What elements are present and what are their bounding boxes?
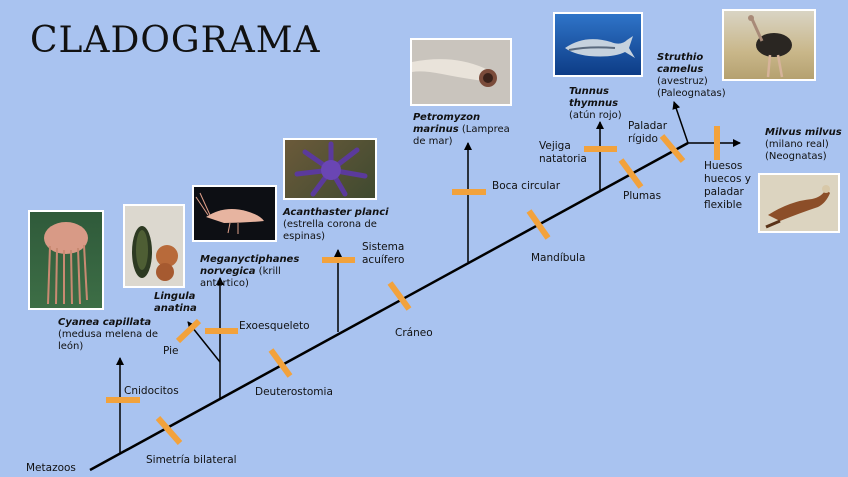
taxon-struthio-common-1: (avestruz) bbox=[657, 76, 708, 87]
photo-struthio bbox=[722, 9, 816, 81]
trait-plumas: Plumas bbox=[623, 190, 662, 202]
taxon-cyanea-common-1: (medusa melena de bbox=[58, 329, 158, 340]
taxon-cyanea: Cyanea capillata (medusa melena de león) bbox=[58, 317, 158, 353]
marker-mandibula bbox=[526, 209, 551, 240]
trait-sistema-acuifero: Sistema acuífero bbox=[362, 241, 404, 267]
trait-huesos-3: paladar bbox=[704, 186, 744, 198]
trait-paladar-rigido: Paladar rígido bbox=[628, 120, 667, 146]
trait-vejiga-1: Vejiga bbox=[539, 140, 571, 152]
marker-plumas bbox=[618, 158, 644, 189]
trait-boca-circular: Boca circular bbox=[492, 180, 561, 192]
trait-sistema-acuifero-1: Sistema bbox=[362, 241, 405, 253]
trait-deuterostomia: Deuterostomia bbox=[255, 386, 333, 398]
taxon-petromyzon-common-2: de mar) bbox=[413, 136, 453, 147]
taxon-struthio-common-2: (Paleognatas) bbox=[657, 88, 726, 99]
marker-pie bbox=[175, 318, 202, 344]
marker-simetria bbox=[155, 416, 183, 445]
taxon-milvus-common-1: (milano real) bbox=[765, 139, 829, 150]
taxon-tunnus-common-1: (atún rojo) bbox=[569, 110, 622, 121]
trait-huesos-1: Huesos bbox=[704, 160, 743, 172]
trait-simetria-bilateral: Simetría bilateral bbox=[146, 454, 237, 466]
taxon-struthio: Struthio camelus (avestruz) (Paleognatas… bbox=[657, 52, 726, 100]
photo-petromyzon bbox=[410, 38, 512, 106]
taxon-lingula-species-1: Lingula bbox=[154, 291, 196, 302]
taxon-milvus-species: Milvus milvus bbox=[765, 127, 842, 138]
trait-huesos-2: huecos y bbox=[704, 173, 751, 185]
taxon-meganyctiphanes-common-1: (krill bbox=[255, 266, 281, 277]
trait-sistema-acuifero-2: acuífero bbox=[362, 254, 405, 266]
taxon-acanthaster-common-1: (estrella corona de bbox=[283, 219, 377, 230]
photo-cyanea bbox=[28, 210, 104, 310]
taxon-cyanea-common-2: león) bbox=[58, 341, 84, 352]
taxon-lingula: Lingula anatina bbox=[154, 291, 197, 315]
taxon-petromyzon-common-1: (Lamprea bbox=[458, 124, 510, 135]
taxon-tunnus-species-2: thymnus bbox=[569, 98, 619, 109]
photo-acanthaster bbox=[283, 138, 377, 200]
trait-cnidocitos: Cnidocitos bbox=[124, 385, 179, 397]
trait-paladar-1: Paladar bbox=[628, 120, 668, 132]
taxon-meganyctiphanes-species-2: norvegica bbox=[200, 266, 256, 277]
photo-milvus bbox=[758, 173, 840, 233]
taxon-meganyctiphanes-common-2: antártico) bbox=[200, 278, 249, 289]
taxon-struthio-species-1: Struthio bbox=[657, 52, 704, 63]
marker-deuterostomia bbox=[268, 348, 293, 378]
trait-paladar-2: rígido bbox=[628, 133, 658, 145]
trait-craneo: Cráneo bbox=[395, 327, 433, 339]
taxon-milvus-common-2: (Neognatas) bbox=[765, 151, 827, 162]
taxon-meganyctiphanes-species-1: Meganyctiphanes bbox=[200, 254, 300, 265]
taxon-acanthaster: Acanthaster planci (estrella corona de e… bbox=[283, 207, 389, 243]
trait-mandibula: Mandíbula bbox=[531, 252, 586, 264]
taxon-milvus: Milvus milvus (milano real) (Neognatas) bbox=[765, 127, 842, 163]
trait-huesos: Huesos huecos y paladar flexible bbox=[704, 160, 751, 212]
taxon-meganyctiphanes: Meganyctiphanes norvegica (krill antárti… bbox=[200, 254, 299, 290]
taxon-petromyzon-species-2: marinus bbox=[413, 124, 459, 135]
taxon-petromyzon-species-1: Petromyzon bbox=[413, 112, 481, 123]
photo-lingula bbox=[123, 204, 185, 288]
taxon-acanthaster-common-2: espinas) bbox=[283, 231, 326, 242]
main-trunk bbox=[89, 141, 689, 472]
trait-pie: Pie bbox=[163, 345, 179, 357]
trait-exoesqueleto: Exoesqueleto bbox=[239, 320, 310, 332]
marker-craneo bbox=[387, 281, 412, 311]
photo-meganyctiphanes bbox=[192, 185, 277, 242]
branch-struthio bbox=[672, 101, 689, 144]
trait-huesos-4: flexible bbox=[704, 199, 743, 211]
taxon-tunnus: Tunnus thymnus (atún rojo) bbox=[569, 86, 622, 122]
marker-paladar-rigido bbox=[659, 134, 686, 163]
taxon-cyanea-species: Cyanea capillata bbox=[58, 317, 152, 328]
taxon-lingula-species-2: anatina bbox=[154, 303, 197, 314]
taxon-petromyzon: Petromyzon marinus (Lamprea de mar) bbox=[413, 112, 510, 148]
root-label: Metazoos bbox=[26, 462, 76, 474]
photo-tunnus bbox=[553, 12, 643, 77]
page-title: CLADOGRAMA bbox=[30, 20, 321, 61]
taxon-struthio-species-2: camelus bbox=[657, 64, 704, 75]
trait-vejiga-natatoria: Vejiga natatoria bbox=[539, 140, 587, 166]
taxon-tunnus-species-1: Tunnus bbox=[569, 86, 609, 97]
taxon-acanthaster-species: Acanthaster planci bbox=[283, 207, 389, 218]
trait-vejiga-2: natatoria bbox=[539, 153, 587, 165]
